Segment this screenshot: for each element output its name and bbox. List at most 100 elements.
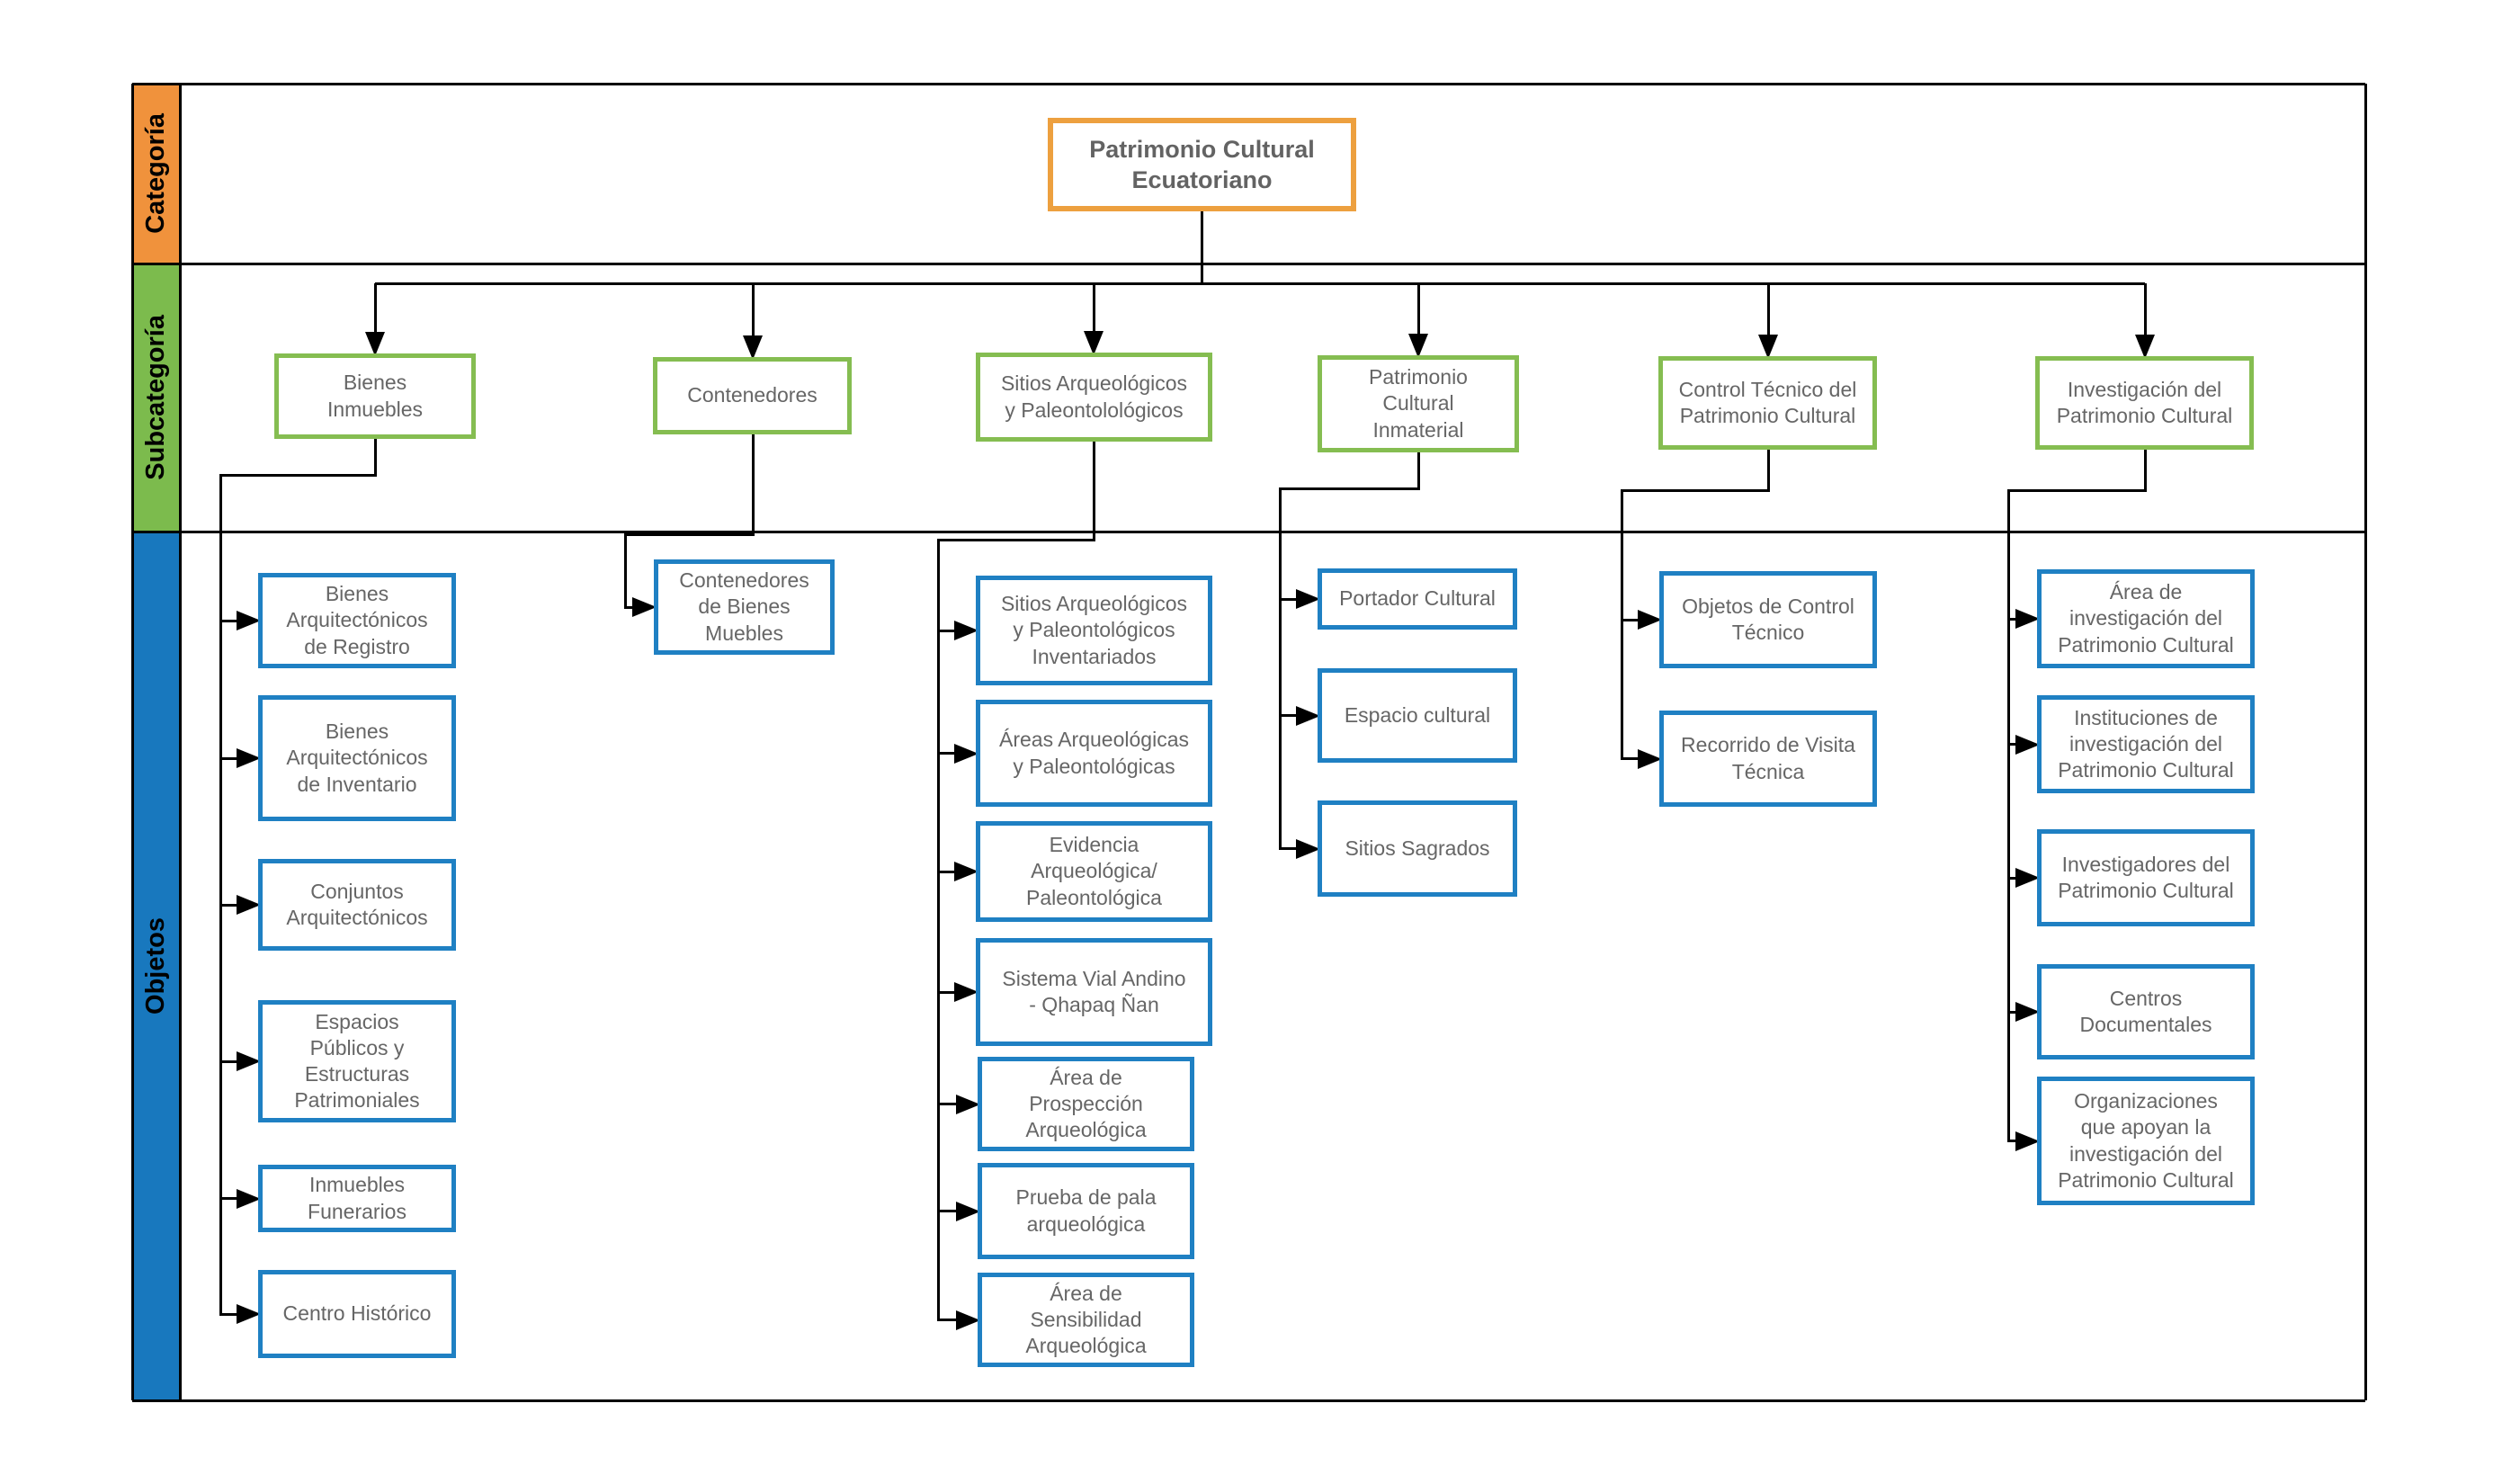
object-box-conjuntos-arquitectonicos: Conjuntos Arquitectónicos [258,859,456,951]
arrowhead-right [956,1201,980,1221]
child-branch-line [1280,847,1300,850]
elbow-line [936,538,1095,541]
arrowhead-right [2015,1131,2040,1151]
arrowhead-down [365,332,385,356]
child-branch-line [220,903,240,907]
subcategory-stub-line [751,434,755,536]
child-branch-line [220,619,240,622]
frame-bottom-line [132,1399,2365,1402]
elbow-line [219,473,377,477]
object-box-area-de-sensibilidad-arqueologica: Área de Sensibilidad Arqueológica [978,1273,1194,1367]
object-box-sitios-sagrados: Sitios Sagrados [1318,800,1517,897]
band-objetos: Objetos [132,532,180,1400]
subcategory-drop-line [751,283,755,339]
subcategory-box-investigacion-del-patrimonio-cultural: Investigación del Patrimonio Cultural [2035,356,2254,450]
arrowhead-right [237,611,261,630]
spine-line [936,540,940,1321]
arrowhead-right [2015,734,2040,755]
arrowhead-right [237,895,261,915]
object-box-areas-arqueologicas-y-paleontologicas: Áreas Arqueológicas y Paleontológicas [976,700,1212,807]
arrowhead-right [1638,748,1662,769]
frame-left-line [130,84,134,1400]
spine-line [623,534,627,609]
child-branch-line [938,1319,960,1321]
object-box-espacios-publicos-y-estructuras-patrimoniales: Espacios Públicos y Estructuras Patrimon… [258,1000,456,1122]
child-branch-line [938,629,958,632]
arrowhead-right [237,748,261,768]
spine-line [2006,490,2010,1142]
object-box-contenedores-de-bienes-muebles: Contenedores de Bienes Muebles [654,559,835,655]
object-box-recorrido-de-visita-tecnica: Recorrido de Visita Técnica [1659,711,1877,807]
object-box-centros-documentales: Centros Documentales [2037,964,2255,1059]
arrowhead-right [237,1188,261,1209]
subcategory-stub-line [2143,450,2147,492]
arrowhead-right [2015,609,2040,629]
arrowhead-right [1296,705,1320,726]
object-box-prueba-de-pala-arqueologica: Prueba de pala arqueológica [978,1163,1194,1259]
spine-line [1278,488,1282,850]
object-box-investigadores-del-patrimonio-cultural: Investigadores del Patrimonio Cultural [2037,829,2255,926]
row-divider-categoria-subcategoria [132,262,2365,265]
child-branch-line [625,605,636,609]
child-branch-line [2008,743,2019,746]
subcategory-stub-line [1092,442,1095,541]
subcategory-box-patrimonio-cultural-inmaterial: Patrimonio Cultural Inmaterial [1318,355,1519,452]
object-box-instituciones-de-investigacion-del-patrimonio-cultural: Instituciones de investigación del Patri… [2037,695,2255,793]
arrowhead-right [1296,589,1320,609]
arrowhead-right [956,1094,980,1114]
elbow-line [1620,488,1770,492]
root-stub-line [1200,211,1203,285]
arrowhead-down [1758,335,1778,359]
child-branch-line [1622,757,1641,760]
object-box-espacio-cultural: Espacio cultural [1318,668,1517,763]
frame-right-line [2363,84,2367,1400]
spine-line [219,475,222,1316]
band-objetos-label: Objetos [141,917,170,1015]
category-box-patrimonio-cultural-ecuatoriano: Patrimonio Cultural Ecuatoriano [1048,118,1356,211]
band-categoria-label: Categoría [141,113,170,234]
child-branch-line [220,1197,240,1200]
elbow-line [623,532,755,536]
arrowhead-right [2015,1002,2040,1022]
arrowhead-down [1084,331,1104,355]
elbow-line [1278,487,1420,490]
object-box-area-de-investigacion-del-patrimonio-cultural: Área de investigación del Patrimonio Cul… [2037,569,2255,668]
distribution-line [375,282,2145,285]
arrowhead-right [237,1304,261,1324]
subcategory-stub-line [1766,450,1770,492]
band-subcategoria-label: Subcategoría [141,315,170,480]
child-branch-line [220,756,240,760]
arrowhead-right [954,982,978,1002]
arrowhead-right [954,862,978,881]
object-box-area-de-prospeccion-arqueologica: Área de Prospección Arqueológica [978,1057,1194,1151]
child-branch-line [2008,1010,2019,1014]
subcategory-drop-line [373,283,377,335]
object-box-evidencia-arqueologica-paleontologica: Evidencia Arqueológica/ Paleontológica [976,821,1212,922]
spine-line [1620,490,1623,760]
arrowhead-right [632,597,657,617]
subcategory-box-sitios-arqueologicos-y-paleontolologicos: Sitios Arqueológicos y Paleontolológicos [976,353,1212,442]
object-box-portador-cultural: Portador Cultural [1318,568,1517,630]
subcategory-drop-line [1766,283,1770,338]
arrowhead-down [2135,335,2155,359]
subcategory-stub-line [373,439,377,477]
object-box-organizaciones-que-apoyan-la-investigacion-del-patrimonio-cultural: Organizaciones que apoyan la investigaci… [2037,1077,2255,1205]
child-branch-line [938,990,958,994]
object-box-objetos-de-control-tecnico: Objetos de Control Técnico [1659,571,1877,668]
object-box-sitios-arqueologicos-y-paleontologicos-inventariados: Sitios Arqueológicos y Paleontológicos I… [976,576,1212,685]
arrowhead-down [1408,334,1428,358]
child-branch-line [938,1210,960,1212]
child-branch-line [2008,617,2019,621]
subcategory-box-control-tecnico-del-patrimonio-cultural: Control Técnico del Patrimonio Cultural [1658,356,1877,450]
object-box-centro-historico: Centro Histórico [258,1270,456,1358]
arrowhead-right [1638,610,1662,630]
child-branch-line [1280,714,1300,717]
arrowhead-right [1296,838,1320,859]
subcategory-stub-line [1416,452,1420,490]
object-box-bienes-arquitectonicos-de-registro: Bienes Arquitectónicos de Registro [258,573,456,668]
subcategory-box-contenedores: Contenedores [653,357,852,434]
frame-top-line [132,82,2365,85]
child-branch-line [938,1103,960,1105]
subcategory-drop-line [1416,283,1420,337]
